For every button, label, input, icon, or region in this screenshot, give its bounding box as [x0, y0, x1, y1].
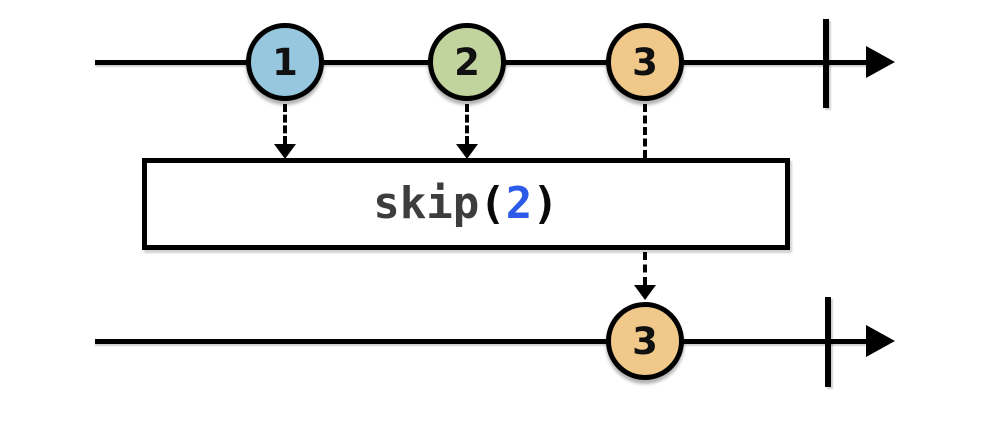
input-marble-3-value: 3 [632, 40, 658, 84]
output-timeline-line [95, 339, 872, 344]
emit-arrow-1-dash [283, 104, 287, 144]
output-emit-dash [643, 252, 647, 285]
emit-arrow-marble-2 [456, 104, 478, 159]
operator-label: skip(2) [373, 182, 558, 226]
input-marble-3: 3 [606, 23, 684, 101]
emit-line-marble-3-top [643, 104, 647, 158]
operator-name: skip [373, 178, 480, 229]
emit-arrow-1-arrowhead-icon [274, 144, 296, 159]
operator-close-paren: ) [532, 178, 559, 229]
input-marble-2: 2 [428, 23, 506, 101]
output-marble-3: 3 [606, 302, 684, 380]
output-complete-tick [825, 297, 831, 387]
input-marble-1-value: 1 [272, 40, 298, 84]
output-emit-arrowhead-icon [634, 285, 656, 300]
input-complete-tick [823, 19, 829, 108]
output-timeline-arrowhead-icon [866, 325, 895, 357]
output-marble-3-value: 3 [632, 319, 658, 363]
emit-arrow-2-arrowhead-icon [456, 144, 478, 159]
operator-box: skip(2) [142, 158, 790, 250]
emit-arrow-2-dash [465, 104, 469, 144]
operator-argument: 2 [505, 178, 533, 229]
emit-arrow-marble-1 [274, 104, 296, 159]
operator-open-paren: ( [479, 178, 506, 229]
emit-arrow-output-marble-3 [634, 252, 656, 300]
input-timeline-arrowhead-icon [866, 46, 895, 78]
input-marble-1: 1 [246, 23, 324, 101]
input-marble-2-value: 2 [454, 40, 480, 84]
